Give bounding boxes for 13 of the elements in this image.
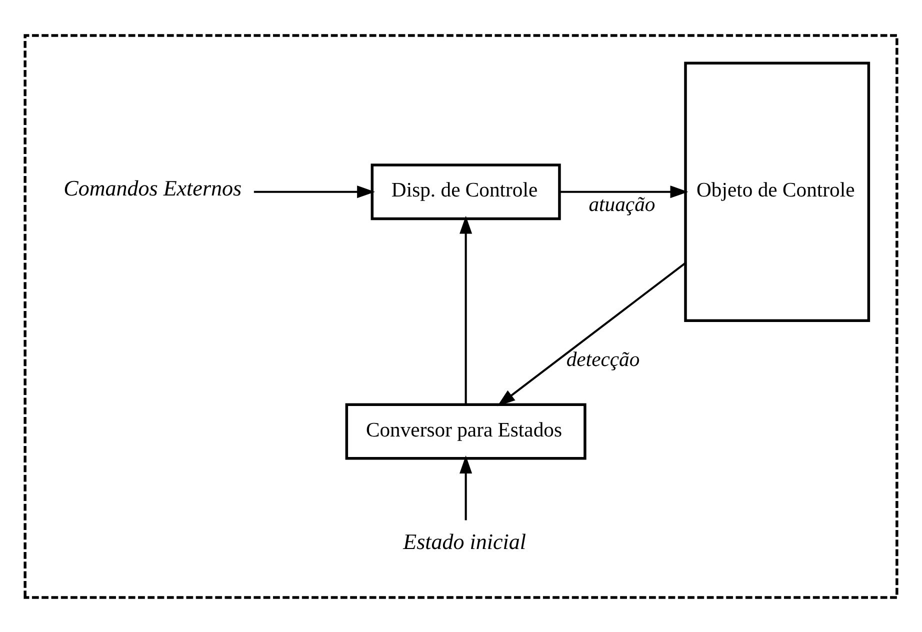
node-box: Disp. de Controle (370, 163, 561, 220)
node-box: Conversor para Estados (345, 402, 586, 460)
arrow (460, 455, 472, 520)
arrow (560, 185, 688, 198)
edge-label: detecção (566, 348, 640, 371)
node-box: Objeto de Controle (684, 61, 870, 322)
node-text: Estado inicial (403, 528, 526, 554)
arrow (254, 185, 375, 198)
edge-label: atuação (588, 194, 656, 216)
arrow (460, 215, 472, 404)
node-text: Comandos Externos (64, 175, 242, 200)
cluster (24, 34, 898, 598)
arrow (497, 262, 686, 406)
